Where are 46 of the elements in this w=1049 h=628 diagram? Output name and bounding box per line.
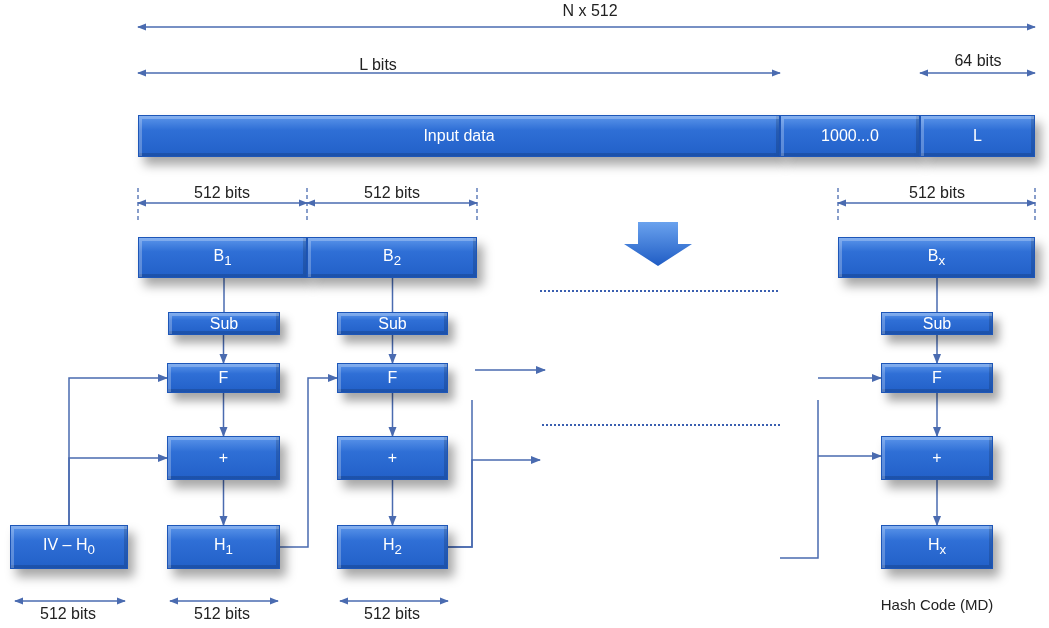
process-box: F [337,363,448,393]
process-box: H$_{1}$ [167,525,280,569]
arrow [388,334,397,365]
arrow [279,373,339,548]
process-box: Sub [881,312,993,335]
process-box: F [167,363,280,393]
caption-text: Hash Code (MD) [880,596,994,613]
arrow [219,392,228,438]
process-box: + [167,436,280,480]
process-box: + [881,436,993,480]
dimension-label: 64 bits [954,52,1002,70]
data-bar-segment: 1000...0 [780,115,920,157]
arrow [388,392,397,438]
process-box: IV – H$_{0}$ [10,525,128,569]
arrow [219,479,228,527]
dimension-label: 512 bits [364,184,420,202]
dimension-label: 512 bits [364,605,420,623]
process-box: F [881,363,993,393]
dimension-label: 512 bits [909,184,965,202]
arrow [388,479,397,527]
arrow [219,334,228,365]
arrow [68,453,169,526]
connector-line [936,277,938,313]
dimension-label: 512 bits [194,605,250,623]
process-box: Sub [168,312,280,335]
block-box: B$_{1}$ [138,237,307,278]
process-box: Sub [337,312,448,335]
data-bar-segment: Input data [138,115,780,157]
connector-line [391,277,394,313]
arrow [932,479,942,527]
arrow [447,455,542,548]
process-box: H$_{x}$ [881,525,993,569]
process-box: H$_{2}$ [337,525,448,569]
dimension-label: N x 512 [562,2,618,20]
arrow [817,373,883,383]
process-box: + [337,436,448,480]
block-box: B$_{x}$ [838,237,1035,278]
dimension-label: 512 bits [40,605,96,623]
arrow [779,399,883,559]
data-bar-segment: L [920,115,1035,157]
arrow [932,334,942,365]
connector-line [223,277,225,313]
dimension-label: 512 bits [194,184,250,202]
block-box: B$_{2}$ [307,237,477,278]
dimension-label: L bits [359,56,397,74]
arrow [932,392,942,438]
